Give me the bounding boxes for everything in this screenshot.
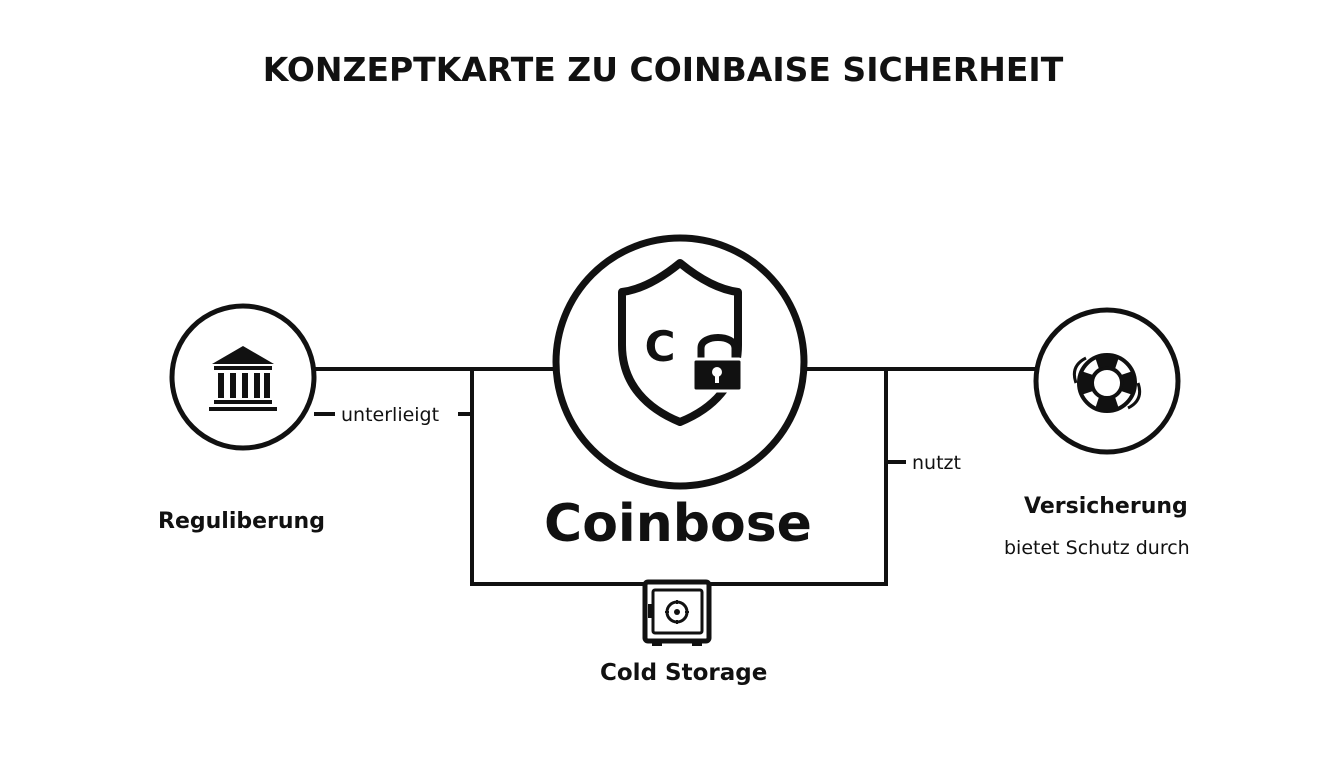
regulation-label: Reguliberung xyxy=(158,509,325,534)
edge-label-left: unterlieigt xyxy=(341,404,440,426)
center-node: C xyxy=(552,234,808,490)
safe-icon xyxy=(642,579,712,646)
edge-label-right: nutzt xyxy=(912,452,961,474)
page-title: KONZEPTKARTE ZU COINBAISE SICHERHEIT xyxy=(262,50,1064,89)
shield-lock-icon: C xyxy=(618,259,744,426)
insurance-sublabel: bietet Schutz durch xyxy=(1004,537,1190,559)
center-node-label: Coinbose xyxy=(544,494,812,554)
cold-storage-label: Cold Storage xyxy=(600,660,768,686)
bank-icon xyxy=(209,346,277,411)
svg-text:C: C xyxy=(645,322,676,371)
lifebuoy-icon xyxy=(1072,353,1142,413)
insurance-node xyxy=(1033,307,1181,455)
regulation-node xyxy=(169,303,317,451)
insurance-label: Versicherung xyxy=(1024,494,1188,519)
